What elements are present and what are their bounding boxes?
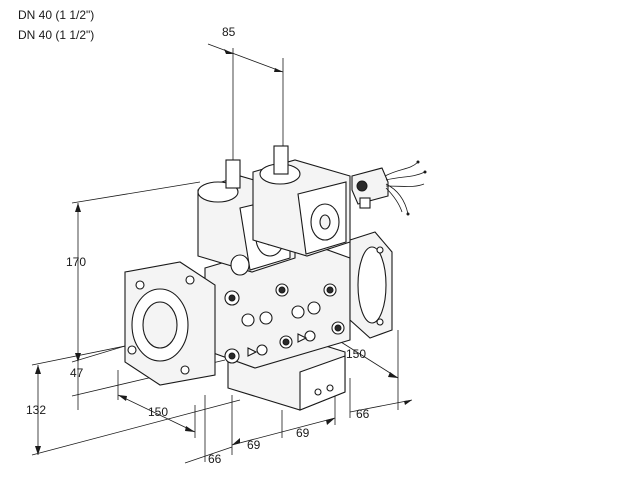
diagram-title-line1: DN 40 (1 1/2") [18, 8, 95, 22]
diagram-title-line2: DN 40 (1 1/2") [18, 28, 95, 42]
solenoid-right [252, 145, 351, 257]
outlet-flange [349, 231, 393, 339]
dim-label-66-left: 66 [208, 452, 222, 466]
dim-label-150-right: 150 [346, 347, 366, 361]
dim-label-47: 47 [70, 366, 84, 380]
dim-label-85: 85 [222, 25, 236, 39]
dim-label-150-left: 150 [148, 405, 168, 419]
dim-label-132: 132 [26, 403, 46, 417]
dim-label-170: 170 [66, 255, 86, 269]
inlet-flange [124, 261, 216, 386]
dimension-labels: 85 170 47 132 150 150 66 66 69 69 [26, 25, 370, 466]
dim-label-69-first: 69 [247, 438, 261, 452]
electrical-connector-plug [351, 160, 427, 216]
pressure-ports [224, 283, 345, 364]
dim-label-66-right: 66 [356, 407, 370, 421]
dimension-lines [31, 43, 413, 464]
gas-valve-assembly [124, 145, 393, 411]
dim-label-69-second: 69 [296, 426, 310, 440]
